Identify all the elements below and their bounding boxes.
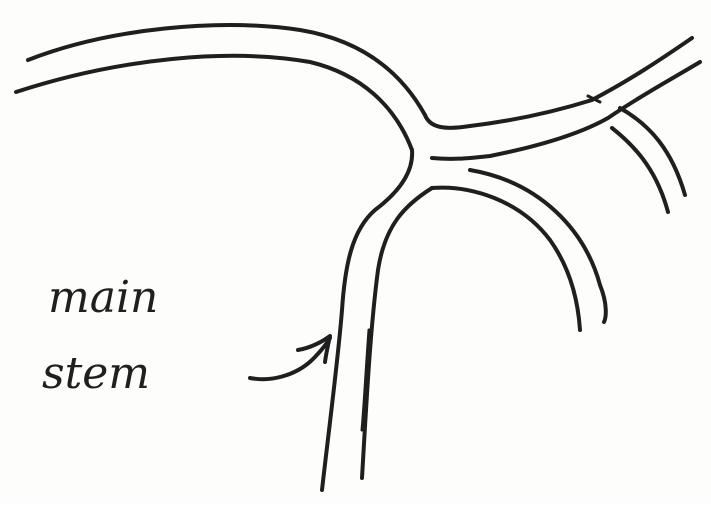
left-branch-upper-edge (28, 25, 425, 115)
right-fork-outer-edge (620, 108, 685, 195)
middle-arch-outer-edge (470, 170, 606, 322)
main-stem-left-edge (322, 150, 412, 490)
right-branch-upper-edge (425, 38, 692, 128)
annotation-label-stem: stem (42, 348, 150, 399)
middle-arch-inner-edge (432, 188, 580, 330)
left-branch-lower-edge (16, 56, 412, 150)
main-stem-right-edge (362, 188, 432, 478)
annotation-label-main: main (48, 272, 158, 323)
